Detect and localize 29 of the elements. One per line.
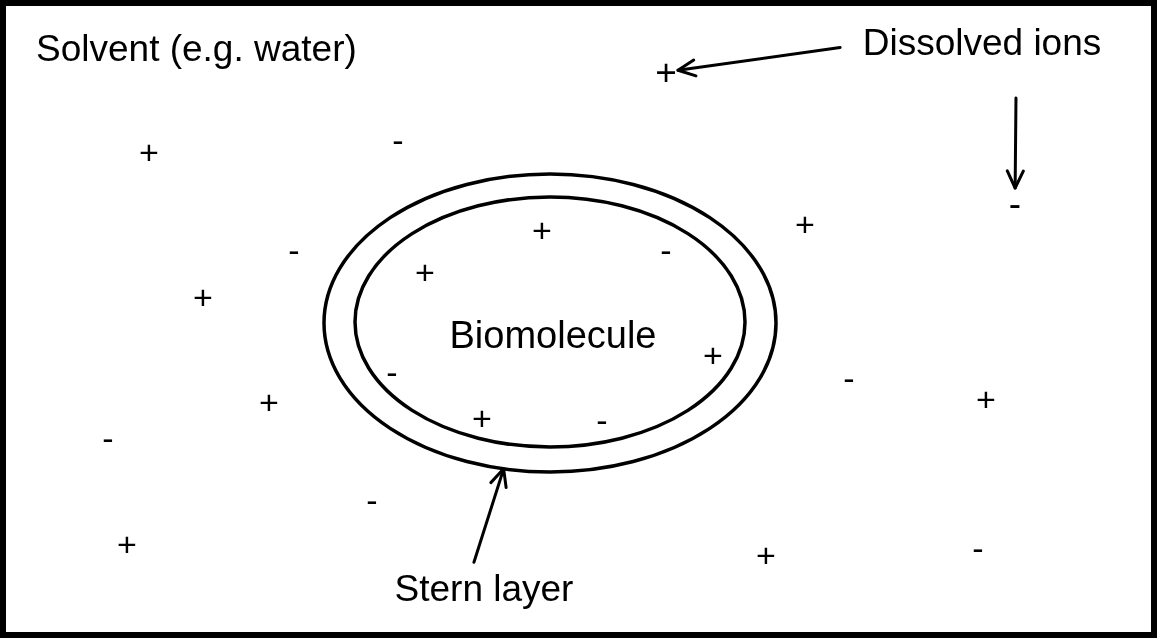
ion-charge: - xyxy=(366,483,378,517)
ion-charge: - xyxy=(1006,188,1024,218)
ion-charge: - xyxy=(386,355,398,389)
annotation-text: Stern layer xyxy=(385,568,583,608)
ion-charge: - xyxy=(972,531,984,565)
ion-charge: + xyxy=(703,338,723,372)
ion-charge: + xyxy=(532,213,552,247)
ion-charge: - xyxy=(843,361,855,395)
ion-charge: + xyxy=(259,385,279,419)
annotation-text: Dissolved ions xyxy=(850,22,1114,62)
ion-charge: - xyxy=(660,233,672,267)
ion-charge: - xyxy=(288,233,300,267)
ion-charge: - xyxy=(102,421,114,455)
ion-charge: - xyxy=(596,403,608,437)
ion-charge: + xyxy=(654,57,678,87)
ion-charge: + xyxy=(117,527,137,561)
ion-charge: + xyxy=(415,255,435,289)
solvent-label: Solvent (e.g. water) xyxy=(36,29,357,67)
ion-charge: - xyxy=(392,123,404,157)
arrow xyxy=(1005,96,1025,190)
arrow xyxy=(676,45,842,78)
ion-charge: + xyxy=(472,401,492,435)
ion-charge: + xyxy=(756,538,776,572)
arrow xyxy=(472,467,508,564)
ion-charge: + xyxy=(139,135,159,169)
ion-charge: + xyxy=(795,207,815,241)
biomolecule-label: Biomolecule xyxy=(449,316,657,354)
ion-charge: + xyxy=(976,382,996,416)
ion-charge: + xyxy=(193,280,213,314)
